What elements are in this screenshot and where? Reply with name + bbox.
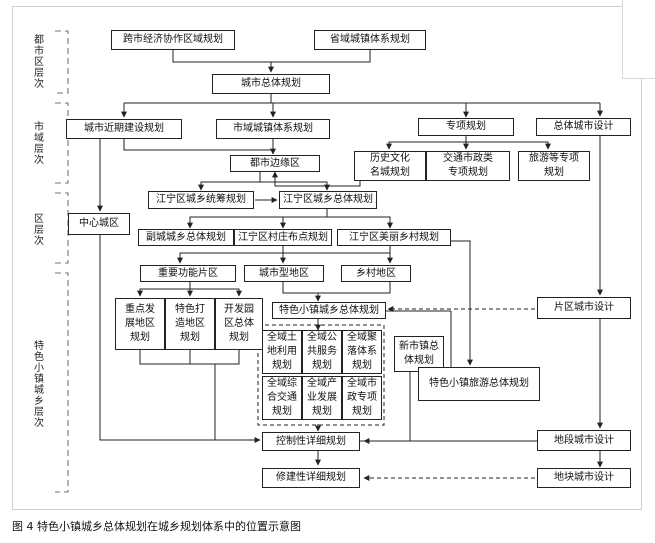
box-integrated-traffic: 全域综 合交通 规划 [262,376,302,420]
tier-dividers [55,30,69,493]
tier-district: 区层次 [34,213,44,247]
box-public-service: 全域公 共服务 规划 [302,330,342,374]
box-urban-area: 城市型地区 [244,265,324,282]
box-new-town: 新市镇总 体规划 [394,336,444,372]
box-tourism-special: 旅游等专项 规划 [518,151,590,181]
box-rural-area: 乡村地区 [341,265,411,282]
box-central-district: 中心城区 [68,213,130,235]
solid-connectors [97,50,603,468]
box-utilities: 全域市 政专项 规划 [342,376,382,420]
box-land-use: 全域土 地利用 规划 [262,330,302,374]
box-block-design: 地段城市设计 [537,430,631,451]
box-regulatory: 控制性详细规划 [262,432,360,451]
box-key-dev: 重点发 展地区 规划 [115,298,165,350]
tier-metro: 都市区层次 [34,34,44,90]
box-village-layout: 江宁区村庄布点规划 [234,229,332,246]
box-transport: 交通市政类 专项规划 [426,151,510,181]
box-settlement: 全域聚 落体系 规划 [342,330,382,374]
box-near-term: 城市近期建设规划 [66,119,182,139]
box-special: 专项规划 [418,118,514,136]
box-plot-design: 地块城市设计 [537,468,631,488]
corner-panel [622,0,655,79]
tier-bracket-district [55,192,69,264]
box-overall-design: 总体城市设计 [536,118,631,136]
box-district-master: 江宁区城乡总体规划 [279,191,377,209]
tier-city: 市域层次 [34,122,44,166]
special-plans-group [257,324,385,426]
conn-top-merge [172,50,371,63]
box-tourism-master: 特色小镇旅游总体规划 [418,367,540,401]
conn-near-term-edge [123,139,275,151]
tier-bracket-city [55,102,69,184]
box-town-master: 特色小镇城乡总体规划 [272,302,386,319]
box-industry: 全域产 业发展 规划 [302,376,342,420]
box-function-zone: 重要功能片区 [140,265,236,282]
conn-special-to-edge [272,171,361,187]
tier-bracket-town [55,272,69,493]
box-constructive: 修建性详细规划 [262,468,360,488]
tier-bracket-metro [55,30,69,94]
box-sub-city: 副城城乡总体规划 [138,229,234,246]
box-park-master: 开发园 区总体 规划 [215,298,263,350]
box-provincial: 省域城镇体系规划 [314,30,426,50]
box-heritage: 历史文化 名城规划 [354,151,426,181]
box-city-system: 市域城镇体系规划 [216,119,330,139]
tier-town: 特色小镇城乡层次 [34,341,44,429]
box-cross-city: 跨市经济协作区域规划 [111,30,235,50]
box-master: 城市总体规划 [212,74,330,94]
box-edge-zone: 都市边缘区 [230,155,320,172]
figure-caption: 图 4 特色小镇城乡总体规划在城乡规划体系中的位置示意图 [12,520,301,533]
box-coordination: 江宁区城乡统筹规划 [148,191,254,209]
box-feature-zone: 特色打 造地区 规划 [165,298,215,350]
box-beautiful-village: 江宁区美丽乡村规划 [337,229,451,246]
dashed-connectors [257,306,535,481]
box-area-design: 片区城市设计 [537,297,631,319]
